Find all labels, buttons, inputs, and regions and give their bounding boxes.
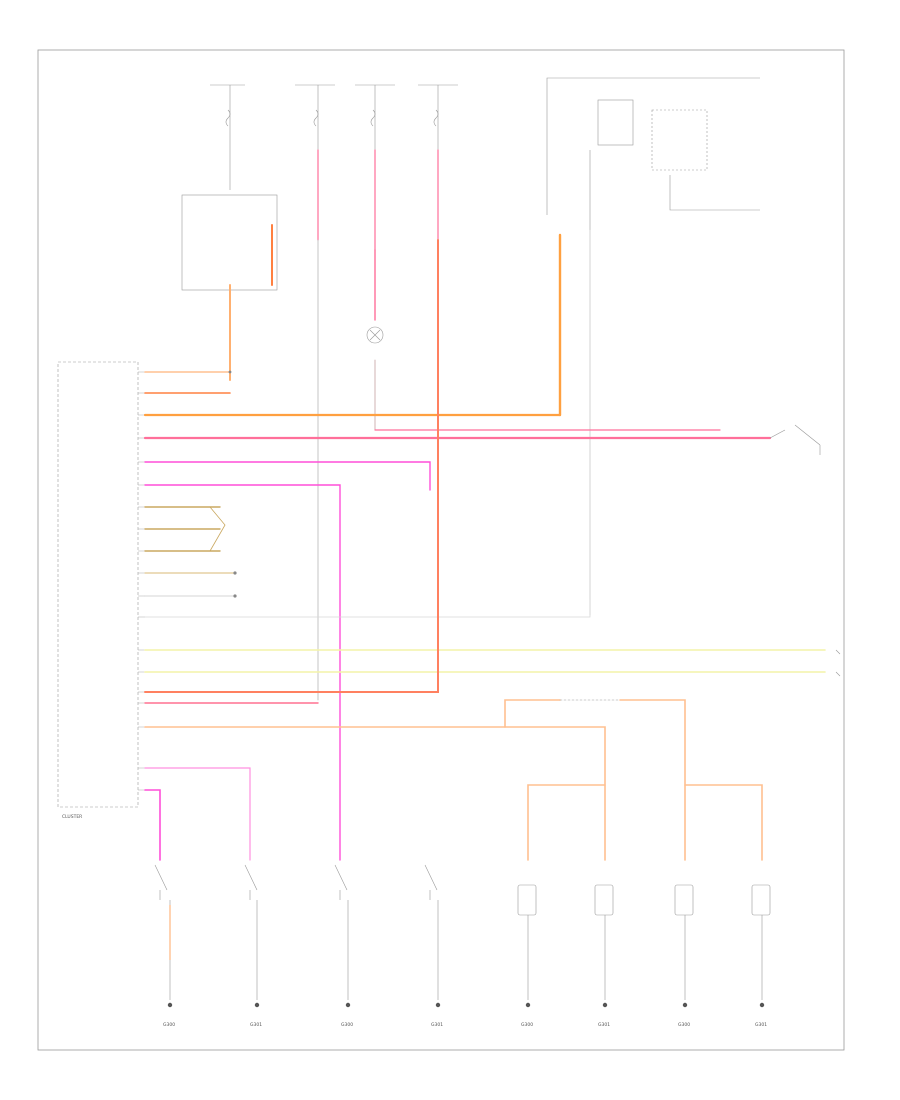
lamp-icon [366,326,384,344]
ground-label: G301 [598,1022,610,1028]
cluster-pins [138,371,145,791]
connector-icon [228,370,237,598]
power-distribution-box [181,194,278,291]
ground-label: G300 [521,1022,533,1028]
ground-label: G300 [341,1022,353,1028]
lamp-module-wires [504,699,763,861]
ground-label: G301 [250,1022,262,1028]
wire-h-692 [144,239,439,693]
ground-drop-wires [169,900,763,1000]
ground-label: G300 [678,1022,690,1028]
wire-h-617 [144,599,591,618]
wire-group-upper [229,149,591,701]
ground-label: G301 [431,1022,443,1028]
ground-icon [167,1002,765,1008]
wire-h-790 [144,789,161,861]
wire-h-768 [144,767,251,861]
bottom-switch-group [154,864,438,900]
wire-h-485 [144,484,341,861]
ground-label: G301 [755,1022,767,1028]
wire-splice-tan [209,506,226,552]
bottom-lamp-group [517,884,771,916]
wire-h-727 [144,726,606,861]
power-feed-group [210,84,458,190]
switch-icon [769,424,841,677]
cluster-label: CLUSTER [62,814,82,820]
cluster-box [57,361,139,808]
headlamp-switch-group [546,77,760,230]
diagram-frame [37,49,845,1051]
wire-group-cluster [143,239,826,861]
wire-h-462 [144,461,431,491]
fuse-icon [225,109,439,127]
ground-label: G300 [163,1022,175,1028]
